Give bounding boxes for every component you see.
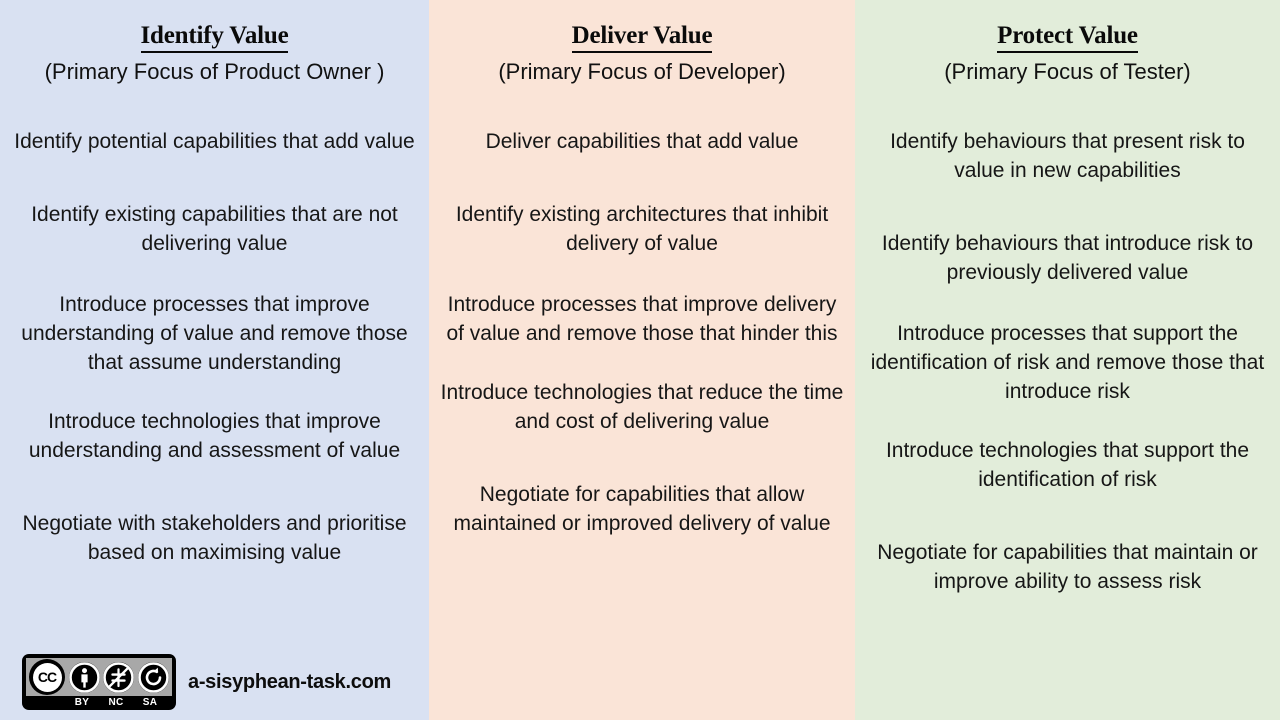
cc-term-sa: SA xyxy=(142,697,158,708)
column-header-deliver-value: Deliver Value (Primary Focus of Develope… xyxy=(429,0,855,85)
column-deliver-value: Deliver Value (Primary Focus of Develope… xyxy=(429,0,855,720)
footer-attribution: CC xyxy=(22,654,391,710)
list-item: Negotiate for capabilities that maintain… xyxy=(877,541,1258,593)
creative-commons-badge: CC xyxy=(22,654,176,710)
list-item: Identify behaviours that present risk to… xyxy=(890,130,1245,182)
cc-mark-label: CC xyxy=(32,662,62,692)
column-items-identify-value: Identify potential capabilities that add… xyxy=(0,127,429,567)
site-name: a-sisyphean-task.com xyxy=(188,670,391,693)
column-header-protect-value: Protect Value (Primary Focus of Tester) xyxy=(855,0,1280,85)
list-item: Introduce technologies that support the … xyxy=(885,439,1250,491)
list-item: Introduce technologies that improve unde… xyxy=(28,410,401,462)
cc-term-nc: NC xyxy=(108,697,124,708)
list-item: Identify existing architectures that inh… xyxy=(455,203,829,255)
cc-term-labels: BY NC SA xyxy=(26,696,172,710)
attribution-person-icon xyxy=(68,661,100,693)
column-header-identify-value: Identify Value (Primary Focus of Product… xyxy=(0,0,429,85)
column-items-deliver-value: Deliver capabilities that add value Iden… xyxy=(429,127,855,538)
list-item: Identify potential capabilities that add… xyxy=(14,130,415,153)
column-identify-value: Identify Value (Primary Focus of Product… xyxy=(0,0,429,720)
list-item: Introduce processes that improve deliver… xyxy=(446,293,838,345)
column-subtitle: (Primary Focus of Developer) xyxy=(498,59,786,84)
list-item: Introduce processes that support the ide… xyxy=(870,322,1265,403)
list-item: Identify existing capabilities that are … xyxy=(31,203,398,255)
cc-term-by: BY xyxy=(74,697,90,708)
list-item: Introduce processes that improve underst… xyxy=(21,293,408,374)
cc-icon-row: CC xyxy=(26,658,172,696)
sharealike-circular-arrow-icon xyxy=(137,661,169,693)
column-subtitle: (Primary Focus of Tester) xyxy=(944,59,1191,84)
list-item: Identify behaviours that introduce risk … xyxy=(881,232,1254,284)
list-item: Negotiate with stakeholders and prioriti… xyxy=(22,512,407,564)
list-item: Introduce technologies that reduce the t… xyxy=(440,381,844,433)
column-title: Deliver Value xyxy=(571,22,713,53)
column-items-protect-value: Identify behaviours that present risk to… xyxy=(855,127,1280,596)
column-title: Identify Value xyxy=(140,22,289,53)
creative-commons-icon: CC xyxy=(29,659,65,695)
noncommercial-crossed-currency-icon xyxy=(103,661,135,693)
list-item: Negotiate for capabilities that allow ma… xyxy=(453,483,831,535)
column-subtitle: (Primary Focus of Product Owner ) xyxy=(44,59,385,84)
list-item: Deliver capabilities that add value xyxy=(485,130,799,153)
column-title: Protect Value xyxy=(997,22,1138,53)
column-protect-value: Protect Value (Primary Focus of Tester) … xyxy=(855,0,1280,720)
